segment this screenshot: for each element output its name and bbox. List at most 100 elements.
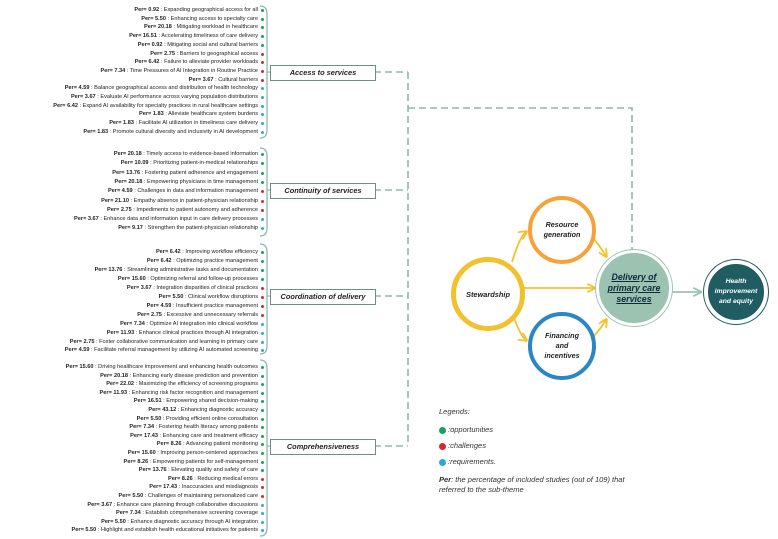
sub-theme-item: Per= 11.93 : Enhancing risk factor recog…: [100, 389, 258, 398]
sub-theme-percentage: Per= 3.67: [70, 94, 96, 100]
sub-theme-item: Per= 2.75 : Excessive and unnecessary re…: [137, 311, 258, 320]
sub-theme-text: : Facilitate AI utilization in timelines…: [135, 120, 259, 127]
legend-per-note: Per: the percentage of included studies …: [439, 475, 639, 495]
sub-theme-percentage: Per= 15.60: [65, 364, 94, 370]
sub-theme-text: : Alleviate healthcare system burdens: [165, 111, 258, 118]
sub-theme-requirement-dot: [261, 227, 264, 231]
sub-theme-text: : Highlight and establish health educati…: [97, 527, 258, 534]
sub-theme-text: : Enhancing diagnostic accuracy: [177, 407, 258, 413]
sub-theme-percentage: Per= 8.26: [167, 475, 193, 482]
sub-theme-item: Per= 13.76 : Streamlining administrative…: [95, 266, 258, 275]
sub-theme-challenge-dot: [261, 304, 264, 308]
sub-theme-text: : Challenges of maintaining personalized…: [144, 493, 258, 499]
bracket-coordination: [259, 243, 268, 355]
sub-theme-opportunity-dot: [261, 171, 264, 175]
resource-generation-node: Resource generation: [528, 196, 596, 264]
theme-box: Continuity of services: [270, 183, 376, 199]
sub-theme-item: Per= 3.67 : Enhance data and information…: [74, 215, 258, 224]
sub-theme-percentage: Per= 2.75: [137, 311, 162, 318]
sub-theme-opportunity-dot: [261, 17, 264, 21]
sub-theme-item: Per= 6.42 : Improving workflow efficienc…: [156, 248, 258, 257]
sub-theme-opportunity-dot: [261, 153, 264, 156]
bracket-comprehensiveness: [259, 359, 268, 537]
sub-theme-percentage: Per= 5.50: [118, 493, 144, 499]
sub-theme-opportunity-dot: [261, 277, 264, 281]
sub-theme-challenge-dot: [261, 495, 264, 498]
sub-theme-item: Per= 7.34 : Establish comprehensive scre…: [116, 509, 258, 518]
sub-theme-percentage: Per= 16.51: [133, 398, 162, 405]
sub-theme-percentage: Per= 8.26: [156, 441, 182, 448]
sub-theme-item: Per= 1.83 : Facilitate AI utilization in…: [109, 119, 258, 128]
sub-theme-opportunity-dot: [261, 35, 264, 39]
sub-theme-item: Per= 3.67 : Integration disparities of c…: [127, 284, 258, 293]
sub-theme-requirement-dot: [261, 331, 264, 335]
sub-theme-opportunity-dot: [261, 469, 264, 473]
bracket-access: [259, 5, 268, 139]
sub-theme-text: : Timely access to evidence-based inform…: [143, 151, 258, 157]
sub-theme-text: : Reducing medical errors: [194, 475, 258, 482]
sub-theme-item: Per= 2.75 : Impediments to patient auton…: [107, 206, 258, 215]
sub-theme-challenge-dot: [261, 190, 264, 194]
sub-theme-percentage: Per= 16.51: [129, 33, 157, 40]
theme-box: Coordination of delivery: [270, 289, 376, 305]
sub-theme-item: Per= 5.50 : Enhance diagnostic accuracy …: [101, 518, 258, 527]
sub-theme-percentage: Per= 1.83: [139, 111, 164, 118]
legend-per-label: Per: [439, 475, 452, 484]
sub-theme-item: Per= 15.60 : Driving healthcare improvem…: [66, 363, 258, 372]
sub-theme-opportunity-dot: [261, 26, 264, 30]
sub-theme-requirement-dot: [261, 512, 264, 516]
sub-theme-item: Per= 6.42 : Failure to alleviate provide…: [135, 58, 258, 67]
sub-theme-opportunity-dot: [261, 443, 264, 447]
sub-theme-percentage: Per= 7.34: [100, 67, 126, 74]
sub-theme-percentage: Per= 0.92: [134, 7, 160, 13]
sub-theme-percentage: Per= 2.75: [150, 50, 175, 57]
sub-theme-requirement-dot: [261, 96, 264, 99]
sub-theme-item: Per= 17.43 : Inaccuracies and misdiagnos…: [149, 483, 258, 492]
sub-theme-item: Per= 8.26 : Reducing medical errors: [168, 475, 258, 484]
sub-theme-requirement-dot: [261, 503, 264, 507]
sub-theme-item: Per= 1.83 : Alleviate healthcare system …: [139, 110, 258, 119]
sub-theme-text: : Streamlining administrative tasks and …: [123, 266, 258, 273]
sub-theme-requirement-dot: [261, 322, 264, 326]
financing-label: Financing and incentives: [544, 331, 580, 360]
sub-theme-item: Per= 6.42 : Expand AI availability for s…: [53, 102, 258, 111]
sub-theme-challenge-dot: [261, 199, 264, 203]
theme-box: Access to services: [270, 65, 376, 81]
sub-theme-text: : Failure to alleviate provider workload…: [160, 59, 258, 66]
sub-theme-item: Per= 15.60 : Optimizing referral and fol…: [118, 275, 258, 284]
sub-theme-opportunity-dot: [261, 268, 264, 272]
sub-theme-challenge-dot: [261, 286, 264, 290]
sub-theme-text: : Excessive and unnecessary referrals: [163, 311, 258, 318]
sub-theme-item: Per= 6.42 : Optimizing practice manageme…: [147, 257, 258, 266]
sub-theme-percentage: Per= 1.83: [83, 128, 109, 135]
sub-theme-text: : Providing efficient online consultatio…: [162, 415, 258, 422]
legend-challenges: :challenges: [448, 441, 486, 450]
theme-box: Comprehensiveness: [270, 439, 376, 455]
sub-theme-percentage: Per= 7.34: [129, 424, 155, 431]
sub-theme-percentage: Per= 15.60: [117, 275, 146, 282]
sub-theme-text: : Enhance clinical practices through AI …: [135, 329, 258, 336]
health-node: Health improvement and equity: [704, 260, 768, 324]
sub-theme-text: : Time Pressures of AI Integration in Ro…: [126, 67, 258, 74]
sub-theme-percentage: Per= 10.09: [120, 160, 149, 167]
sub-theme-percentage: Per= 13.76: [112, 169, 141, 176]
sub-theme-text: : Improving workflow efficiency: [182, 249, 258, 255]
sub-theme-text: : Enhance diagnostic accuracy through AI…: [127, 518, 258, 525]
sub-theme-text: : Mitigating workload in healthcare: [173, 24, 258, 31]
sub-theme-challenge-dot: [261, 295, 264, 299]
sub-theme-opportunity-dot: [261, 434, 264, 438]
sub-theme-item: Per= 17.43 : Enhancing care and treatmen…: [130, 432, 258, 441]
sub-theme-text: : Inaccuracies and misdiagnosis: [178, 484, 258, 491]
sub-theme-text: : Integration disparities of clinical pr…: [153, 284, 258, 291]
sub-theme-percentage: Per= 5.50: [141, 15, 166, 22]
legend-title: Legends:: [439, 407, 470, 416]
sub-theme-requirement-dot: [261, 130, 264, 134]
sub-theme-item: Per= 16.51 : Empowering shared decision-…: [134, 397, 258, 406]
sub-theme-text: : Optimizing practice management: [173, 257, 258, 264]
resource-generation-label: Resource generation: [543, 220, 581, 239]
bracket-continuity: [259, 147, 268, 237]
sub-theme-item: Per= 20.18 : Empowering physicians in ti…: [114, 178, 258, 187]
sub-theme-percentage: Per= 17.43: [149, 484, 178, 491]
sub-theme-opportunity-dot: [261, 409, 264, 412]
sub-theme-text: : Expanding geographical access for all: [160, 7, 258, 13]
